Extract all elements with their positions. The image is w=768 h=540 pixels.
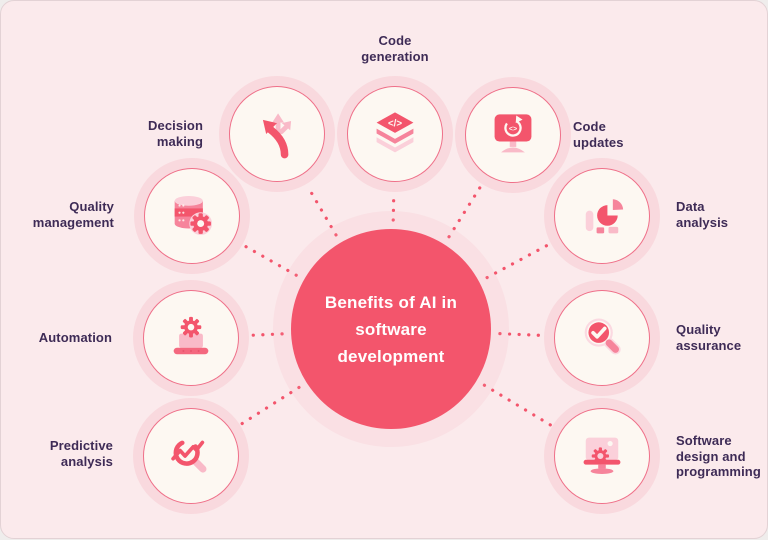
label-decision-making: Decision making: [148, 118, 203, 149]
label-quality-management: Quality management: [32, 199, 114, 230]
center-topic-circle: Benefits of AI in software development: [291, 229, 491, 429]
database-gear-icon: [174, 195, 213, 235]
node-quality-assurance: [554, 290, 650, 386]
node-data-analysis: [554, 168, 650, 264]
node-predictive-analysis: [143, 408, 239, 504]
node-quality-management: [144, 168, 240, 264]
node-automation: [143, 290, 239, 386]
label-data-analysis: Data analysis: [676, 199, 729, 230]
code-layers-icon: </>: [376, 112, 414, 153]
center-title-line: software: [355, 319, 427, 339]
label-code-generation: Code generation: [361, 33, 429, 64]
label-software-design: Software design and programming: [676, 433, 761, 479]
svg-text:<>: <>: [509, 126, 517, 133]
monitor-refresh-icon: <>: [494, 114, 532, 153]
label-predictive-analysis: Predictive analysis: [49, 438, 113, 469]
node-decision-making: [229, 86, 325, 182]
svg-text:</>: </>: [388, 119, 402, 130]
label-automation: Automation: [38, 330, 112, 345]
label-quality-assurance: Quality assurance: [676, 322, 742, 353]
label-code-updates: Code updates: [573, 119, 624, 150]
center-title-line: Benefits of AI in: [324, 292, 458, 312]
branching-arrows-icon: [262, 113, 292, 159]
node-code-generation: </>: [347, 86, 443, 182]
center-title-line: development: [337, 346, 445, 366]
magnifier-check-icon: [584, 318, 621, 355]
node-software-design: [554, 408, 650, 504]
monitor-gear-icon: [583, 437, 621, 474]
magnifier-trend-icon: [171, 439, 207, 473]
laptop-gear-icon: [173, 316, 209, 355]
pie-chart-icon: [585, 199, 624, 234]
node-code-updates: <>: [465, 87, 561, 183]
